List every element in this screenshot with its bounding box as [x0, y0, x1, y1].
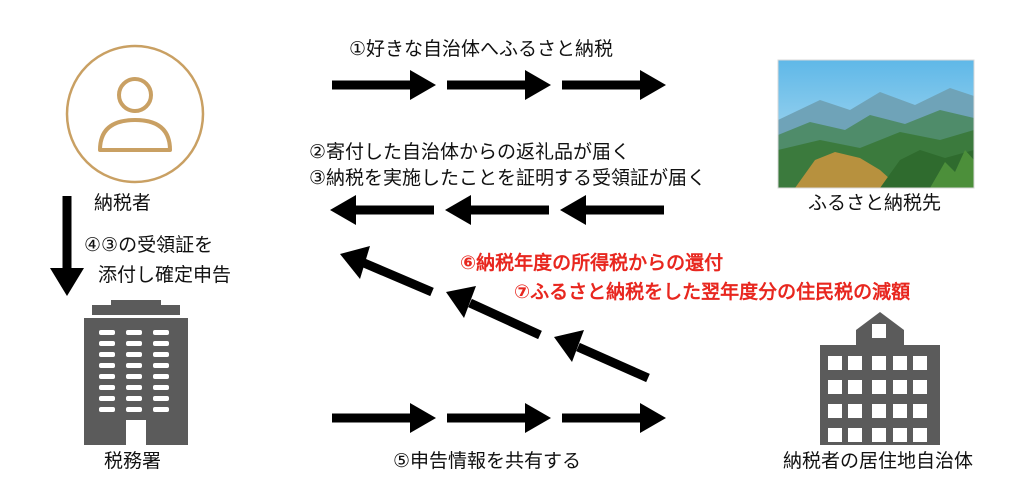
window	[126, 341, 142, 346]
window	[872, 428, 886, 442]
step1-label: ①好きな自治体へふるさと納税	[349, 38, 614, 60]
furusato-destination-label: ふるさと納税先	[808, 192, 942, 214]
step4-arrow	[50, 196, 84, 296]
window	[153, 396, 169, 401]
window	[126, 352, 142, 357]
window	[99, 352, 115, 357]
office-building-icon	[84, 300, 188, 445]
residence-municipality-label: 納税者の居住地自治体	[783, 450, 974, 472]
window	[153, 407, 169, 412]
window	[872, 324, 886, 338]
window	[153, 341, 169, 346]
window	[848, 356, 862, 370]
step7-label: ⑦ふるさと納税をした翌年度分の住民税の減額	[514, 281, 911, 303]
window	[828, 380, 842, 394]
step23-arrows	[330, 195, 664, 225]
window	[126, 385, 142, 390]
window	[126, 374, 142, 379]
step5-arrows	[332, 403, 666, 433]
window	[893, 428, 907, 442]
window	[848, 428, 862, 442]
window	[153, 385, 169, 390]
tax-office-label: 税務署	[104, 450, 162, 472]
window	[126, 407, 142, 412]
window	[828, 356, 842, 370]
window	[828, 404, 842, 418]
step1-arrows	[332, 70, 666, 100]
window	[99, 396, 115, 401]
mountain-landscape-photo	[777, 59, 975, 189]
window	[848, 404, 862, 418]
step5-label: ⑤申告情報を共有する	[393, 450, 582, 472]
window	[893, 404, 907, 418]
window	[828, 428, 842, 442]
step6-label: ⑥納税年度の所得税からの還付	[460, 252, 724, 274]
step67-arrows	[340, 246, 650, 383]
window	[126, 363, 142, 368]
window	[126, 396, 142, 401]
window	[126, 330, 142, 335]
window	[848, 380, 862, 394]
window	[893, 356, 907, 370]
window	[153, 374, 169, 379]
window	[99, 385, 115, 390]
step4-label-line2: 添付し確定申告	[98, 264, 232, 286]
step4-label-line1: ④③の受領証を	[84, 234, 214, 256]
step2-label: ②寄付した自治体からの返礼品が届く	[309, 141, 631, 163]
window	[872, 380, 886, 394]
window	[913, 404, 927, 418]
arrows	[50, 70, 666, 433]
window	[99, 374, 115, 379]
window	[153, 363, 169, 368]
window	[153, 330, 169, 335]
window	[893, 380, 907, 394]
window	[913, 380, 927, 394]
window	[913, 356, 927, 370]
window	[872, 356, 886, 370]
window	[153, 352, 169, 357]
window	[99, 341, 115, 346]
window	[99, 330, 115, 335]
window	[872, 404, 886, 418]
city-building-icon	[820, 312, 940, 445]
window	[99, 407, 115, 412]
taxpayer-label: 納税者	[94, 192, 152, 214]
person-avatar-icon	[65, 44, 205, 184]
step3-label: ③納税を実施したことを証明する受領証が届く	[309, 167, 707, 189]
window	[913, 428, 927, 442]
window	[99, 363, 115, 368]
